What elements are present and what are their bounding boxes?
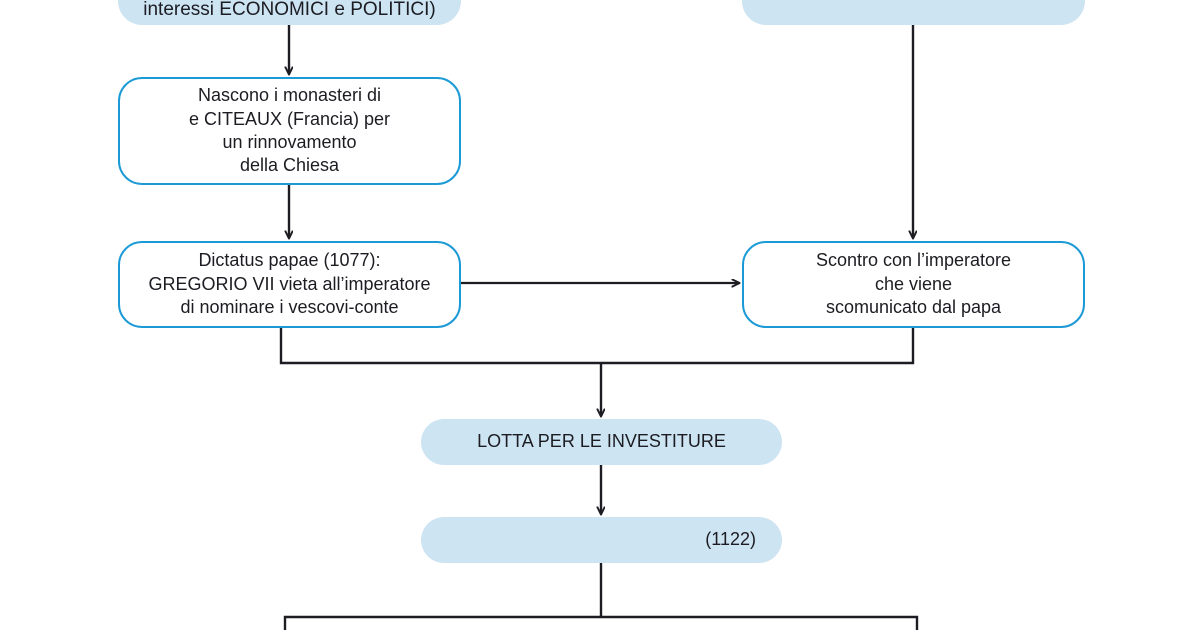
node-top-left-label: interessi ECONOMICI e POLITICI) [143, 0, 436, 21]
node-dictatus-label: Dictatus papae (1077): GREGORIO VII viet… [148, 250, 431, 318]
node-concordato-label: (1122) [705, 529, 756, 550]
node-lotta-per-le-investiture[interactable]: LOTTA PER LE INVESTITURE [421, 419, 782, 465]
connector-merge-bracket [279, 328, 915, 365]
node-lotta-label: LOTTA PER LE INVESTITURE [477, 431, 726, 452]
node-concordato-1122[interactable]: (1122) [421, 517, 782, 563]
node-monasteri-label: Nascono i monasteri di e CITEAUX (Franci… [188, 85, 391, 176]
node-nascono-i-monasteri[interactable]: Nascono i monasteri di e CITEAUX (Franci… [118, 77, 461, 185]
node-scontro-con-imperatore[interactable]: Scontro con l’imperatore che viene scomu… [742, 241, 1085, 328]
node-top-right[interactable] [742, 0, 1085, 25]
node-interessi-economici-politici[interactable]: interessi ECONOMICI e POLITICI) [118, 0, 461, 25]
node-dictatus-papae[interactable]: Dictatus papae (1077): GREGORIO VII viet… [118, 241, 461, 328]
connector-bottom-split-bracket [283, 563, 919, 630]
node-scontro-label: Scontro con l’imperatore che viene scomu… [815, 250, 1012, 318]
